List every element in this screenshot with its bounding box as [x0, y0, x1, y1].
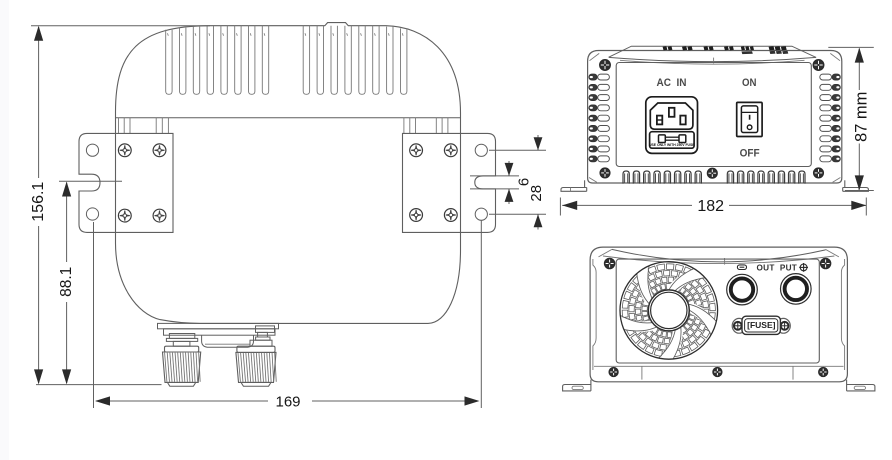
svg-text:182: 182 [697, 198, 724, 215]
svg-text:ON: ON [742, 77, 757, 89]
svg-text:156.1: 156.1 [30, 182, 47, 222]
svg-text:6: 6 [516, 178, 533, 186]
svg-text:28: 28 [528, 185, 545, 202]
svg-text:[FUSE]: [FUSE] [747, 320, 776, 330]
svg-text:169: 169 [275, 394, 300, 411]
svg-text:OUT PUT: OUT PUT [756, 263, 797, 272]
svg-text:OFF: OFF [740, 148, 760, 160]
svg-text:USE ONLY WITH 250V FUSE: USE ONLY WITH 250V FUSE [649, 143, 695, 147]
svg-text:88.1: 88.1 [58, 267, 75, 297]
svg-text:AC IN: AC IN [657, 77, 687, 89]
svg-text:87 mm: 87 mm [853, 92, 871, 142]
